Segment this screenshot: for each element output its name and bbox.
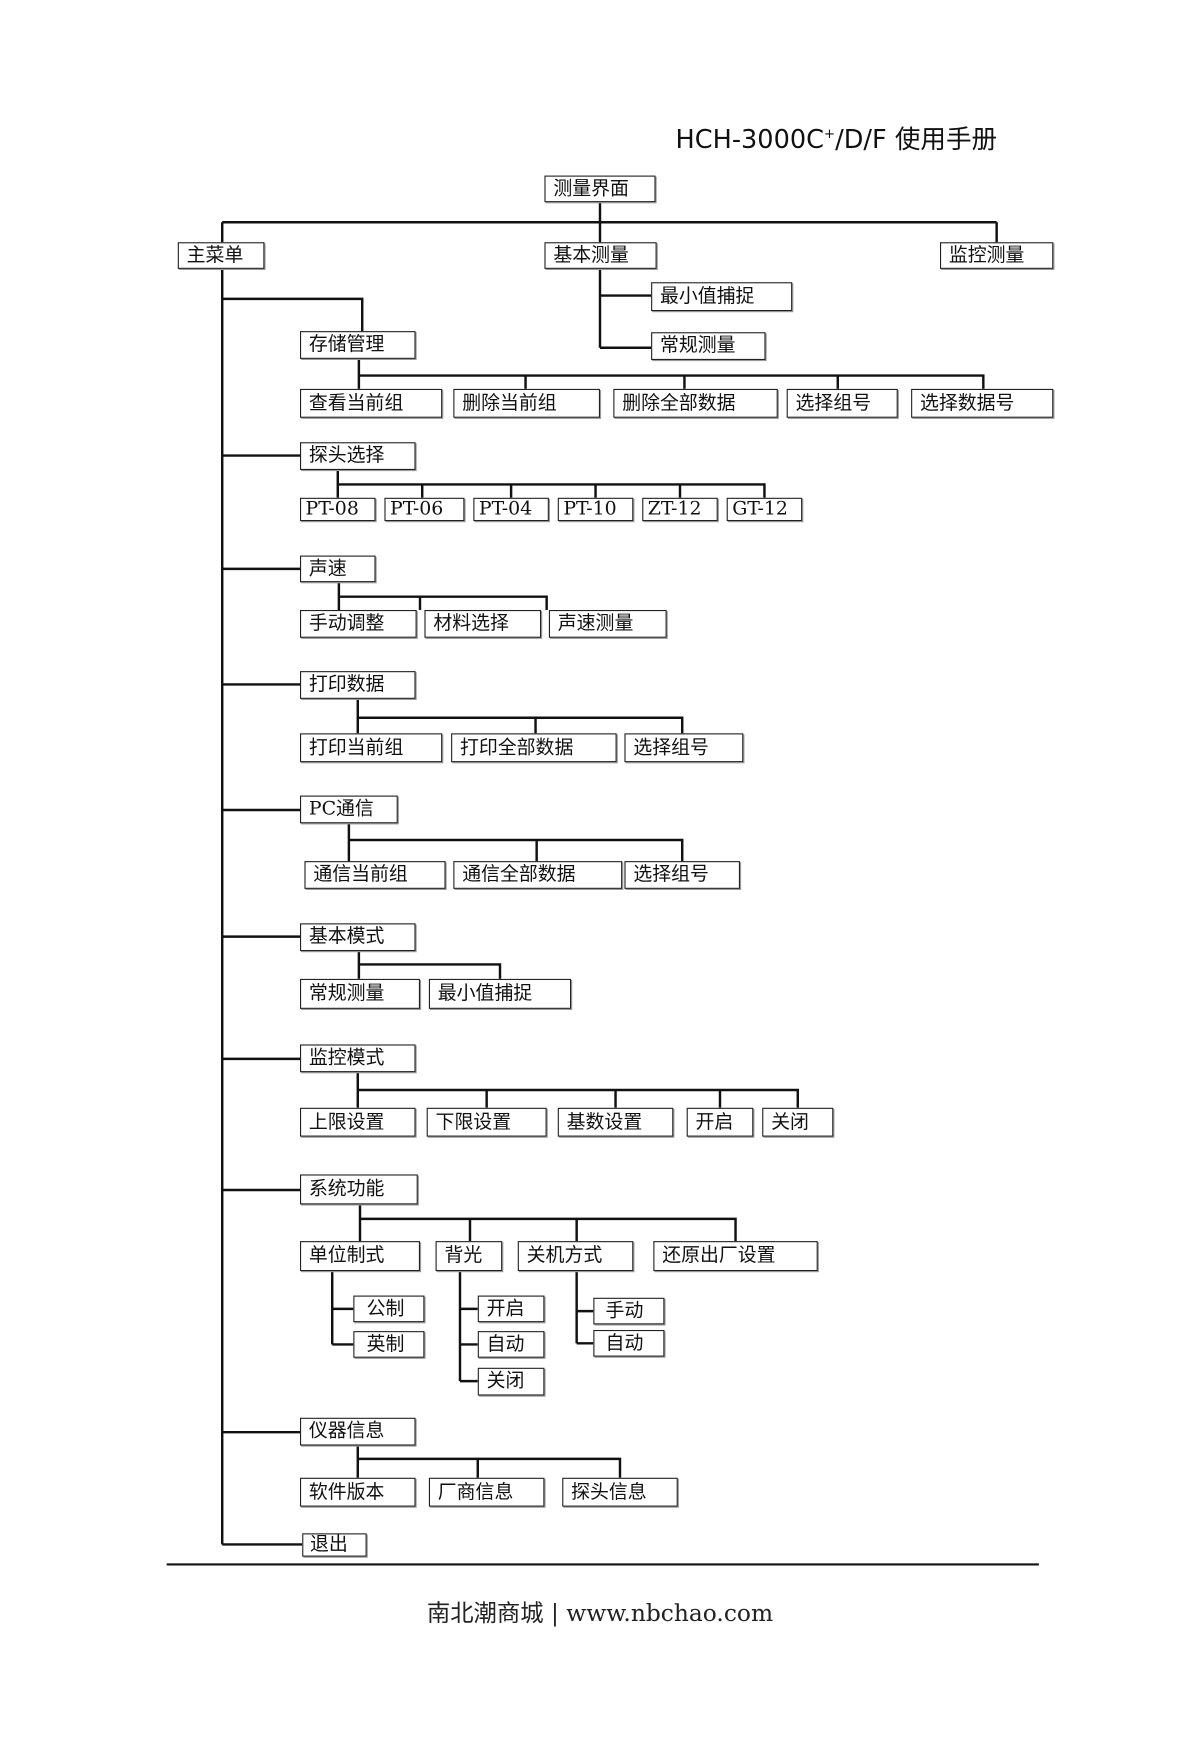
node-monitor-measure: 监控测量 bbox=[939, 242, 1054, 269]
node-storage-child: 查看当前组 bbox=[299, 388, 443, 418]
node-storage-child: 选择组号 bbox=[786, 388, 898, 418]
node-monitor-child: 开启 bbox=[686, 1107, 754, 1137]
node-system-child: 背光 bbox=[435, 1241, 503, 1272]
node-storage-child: 删除当前组 bbox=[453, 388, 600, 418]
node-backlight-child: 开启 bbox=[477, 1295, 545, 1323]
title-sup: + bbox=[823, 125, 836, 142]
node-probe-child: GT-12 bbox=[726, 497, 803, 522]
node-backlight-child: 关闭 bbox=[477, 1367, 545, 1396]
node-backlight-child: 自动 bbox=[477, 1331, 545, 1358]
node-probe-child: ZT-12 bbox=[642, 497, 718, 522]
node-velocity-child: 材料选择 bbox=[424, 609, 542, 638]
node-units-child: 英制 bbox=[353, 1331, 425, 1358]
node-info-child: 厂商信息 bbox=[428, 1477, 545, 1507]
node-monitor-child: 下限设置 bbox=[426, 1107, 547, 1137]
node-probe-child: PT-06 bbox=[384, 497, 465, 522]
node-units-child: 公制 bbox=[353, 1295, 425, 1323]
node-monitor-child: 上限设置 bbox=[299, 1107, 416, 1137]
node-basic-mode-child: 最小值捕捉 bbox=[428, 978, 572, 1009]
node-probe-child: PT-10 bbox=[557, 497, 634, 522]
node-probe-child: PT-08 bbox=[299, 497, 376, 522]
node-pc-child: 通信当前组 bbox=[304, 861, 446, 889]
node-system-child: 还原出厂设置 bbox=[653, 1241, 818, 1272]
node-poweroff-child: 自动 bbox=[593, 1329, 665, 1357]
node-probe-child: PT-04 bbox=[473, 497, 549, 522]
node-print-child: 打印全部数据 bbox=[451, 733, 617, 763]
node-velocity-child: 手动调整 bbox=[299, 609, 417, 638]
node-system-child: 单位制式 bbox=[299, 1241, 420, 1272]
node-storage: 存储管理 bbox=[299, 331, 416, 359]
node-basic-mode-child: 常规测量 bbox=[299, 978, 420, 1009]
node-print-child: 打印当前组 bbox=[299, 733, 443, 763]
node-info: 仪器信息 bbox=[299, 1417, 416, 1446]
node-system-child: 关机方式 bbox=[517, 1241, 634, 1272]
node-info-child: 探头信息 bbox=[562, 1477, 678, 1507]
node-pc-child: 选择组号 bbox=[624, 861, 740, 889]
node-basic-mode: 基本模式 bbox=[299, 923, 416, 952]
title-rest: /D/F 使用手册 bbox=[835, 125, 998, 155]
node-monitor-child: 基数设置 bbox=[557, 1107, 674, 1137]
node-pc: PC通信 bbox=[299, 795, 398, 824]
node-poweroff-child: 手动 bbox=[593, 1297, 665, 1325]
node-velocity: 声速 bbox=[299, 555, 376, 583]
node-print-child: 选择组号 bbox=[624, 733, 744, 763]
page-title: HCH-3000C+/D/F 使用手册 bbox=[676, 118, 998, 156]
node-print: 打印数据 bbox=[299, 671, 416, 699]
node-info-child: 软件版本 bbox=[299, 1477, 416, 1507]
node-probe: 探头选择 bbox=[299, 442, 416, 470]
node-min-capture: 最小值捕捉 bbox=[651, 282, 793, 312]
node-monitor-mode: 监控模式 bbox=[299, 1044, 416, 1073]
node-velocity-child: 声速测量 bbox=[548, 609, 667, 638]
node-system: 系统功能 bbox=[299, 1174, 418, 1205]
node-pc-child: 通信全部数据 bbox=[453, 861, 623, 889]
node-main-menu: 主菜单 bbox=[177, 242, 265, 269]
node-monitor-child: 关闭 bbox=[762, 1107, 834, 1137]
node-storage-child: 选择数据号 bbox=[911, 388, 1054, 418]
node-root: 测量界面 bbox=[544, 175, 656, 203]
node-exit: 退出 bbox=[302, 1533, 367, 1557]
node-storage-child: 删除全部数据 bbox=[613, 388, 778, 418]
footer-text: 南北潮商城 | www.nbchao.com bbox=[426, 1599, 774, 1627]
node-normal-measure: 常规测量 bbox=[651, 332, 766, 360]
node-basic-measure: 基本测量 bbox=[544, 242, 657, 269]
title-main: HCH-3000C bbox=[675, 125, 824, 155]
